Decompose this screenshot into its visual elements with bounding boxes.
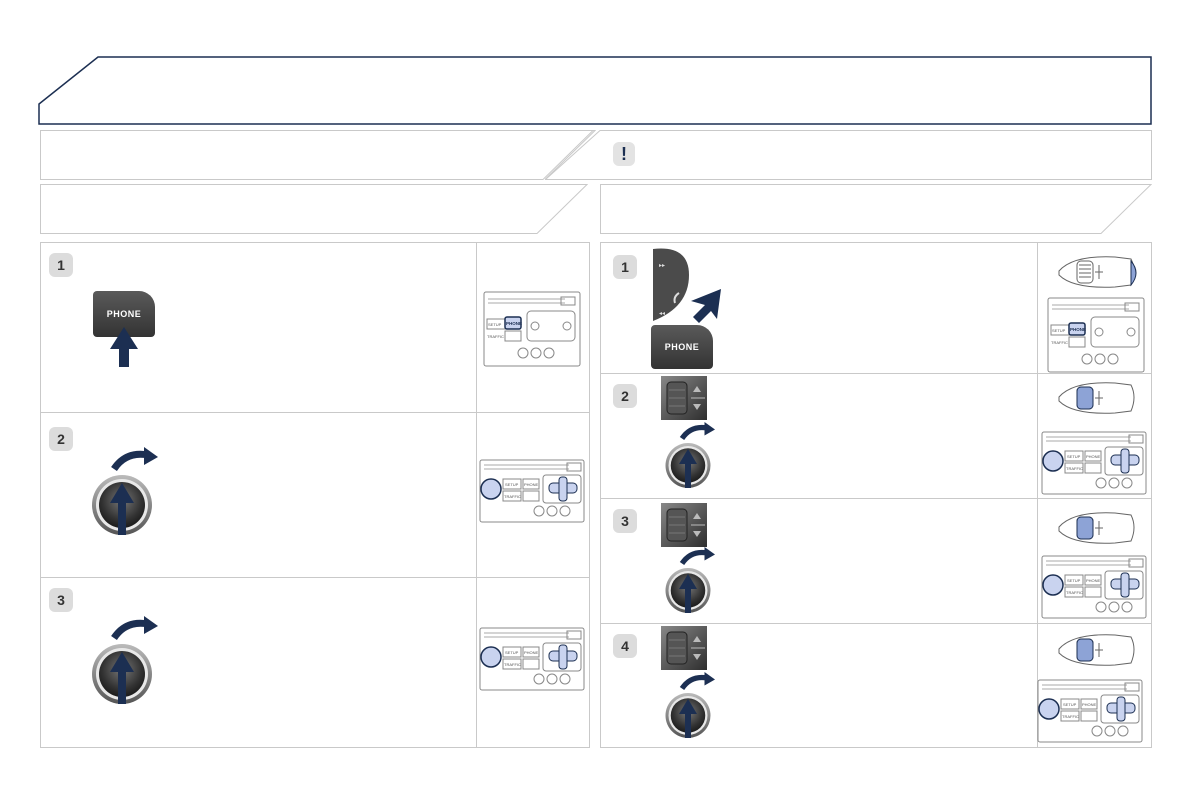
svg-text:▸▸: ▸▸ xyxy=(659,263,665,269)
rotate-knob-icon xyxy=(86,616,166,708)
left-step-1-radio xyxy=(483,291,583,371)
radio-knob-highlight-icon xyxy=(1041,431,1147,495)
right-step-4: 4 xyxy=(601,624,1037,747)
step-number: 4 xyxy=(613,634,637,658)
step-number: 1 xyxy=(49,253,73,277)
radio-phone-highlight-icon xyxy=(483,291,581,367)
stalk-icon xyxy=(1058,382,1135,414)
step-number: 2 xyxy=(49,427,73,451)
rotate-knob-icon xyxy=(661,672,717,744)
step-number: 3 xyxy=(49,588,73,612)
right-step-4-radio xyxy=(1037,679,1145,745)
warning-icon: ! xyxy=(613,142,635,166)
step-number: 1 xyxy=(613,255,637,279)
radio-knob-highlight-icon xyxy=(479,459,585,523)
page-header xyxy=(38,56,1152,126)
radio-knob-highlight-icon xyxy=(1041,555,1147,619)
rotate-knob-icon xyxy=(86,447,166,539)
thumbwheel-icon xyxy=(661,626,707,670)
right-step-1-stalk xyxy=(1053,249,1143,293)
right-subheader xyxy=(600,184,1152,234)
radio-knob-highlight-icon xyxy=(479,627,585,691)
radio-knob-highlight-icon xyxy=(1037,679,1143,743)
right-step-3-radio xyxy=(1041,555,1149,621)
radio-phone-highlight-icon xyxy=(1047,297,1145,373)
left-step-1: 1 PHONE xyxy=(41,243,476,412)
right-step-3-stalk xyxy=(1053,505,1143,549)
right-procedure-table: 1 ▸▸ ◂◂ PHONE 2 3 xyxy=(600,242,1152,748)
step-number: 3 xyxy=(613,509,637,533)
rotate-knob-icon xyxy=(661,422,717,494)
right-step-2-radio xyxy=(1041,431,1149,497)
phone-button: PHONE xyxy=(651,325,713,369)
right-step-1: 1 ▸▸ ◂◂ PHONE xyxy=(601,243,1037,373)
stalk-icon xyxy=(1058,512,1135,544)
right-step-1-radio xyxy=(1047,297,1147,377)
left-procedure-table: 1 PHONE 2 3 xyxy=(40,242,590,748)
right-warning-bar: ! xyxy=(545,130,1152,180)
right-step-2: 2 xyxy=(601,374,1037,498)
stalk-icon xyxy=(1058,256,1137,288)
rotate-knob-icon xyxy=(661,547,717,619)
left-step-3-radio xyxy=(479,627,587,693)
up-arrow-icon xyxy=(110,327,138,367)
left-step-2: 2 xyxy=(41,413,476,577)
stalk-icon xyxy=(1058,634,1135,666)
right-step-4-stalk xyxy=(1053,627,1143,671)
thumbwheel-icon xyxy=(661,376,707,420)
step-number: 2 xyxy=(613,384,637,408)
left-step-3: 3 xyxy=(41,578,476,748)
left-step-2-radio xyxy=(479,459,587,525)
right-step-2-stalk xyxy=(1053,375,1143,419)
thumbwheel-icon xyxy=(661,503,707,547)
left-subheader xyxy=(40,184,588,234)
svg-text:◂◂: ◂◂ xyxy=(659,311,665,317)
left-info-bar xyxy=(40,130,596,180)
steering-control-icon: ▸▸ ◂◂ xyxy=(653,248,721,323)
right-step-3: 3 xyxy=(601,499,1037,623)
